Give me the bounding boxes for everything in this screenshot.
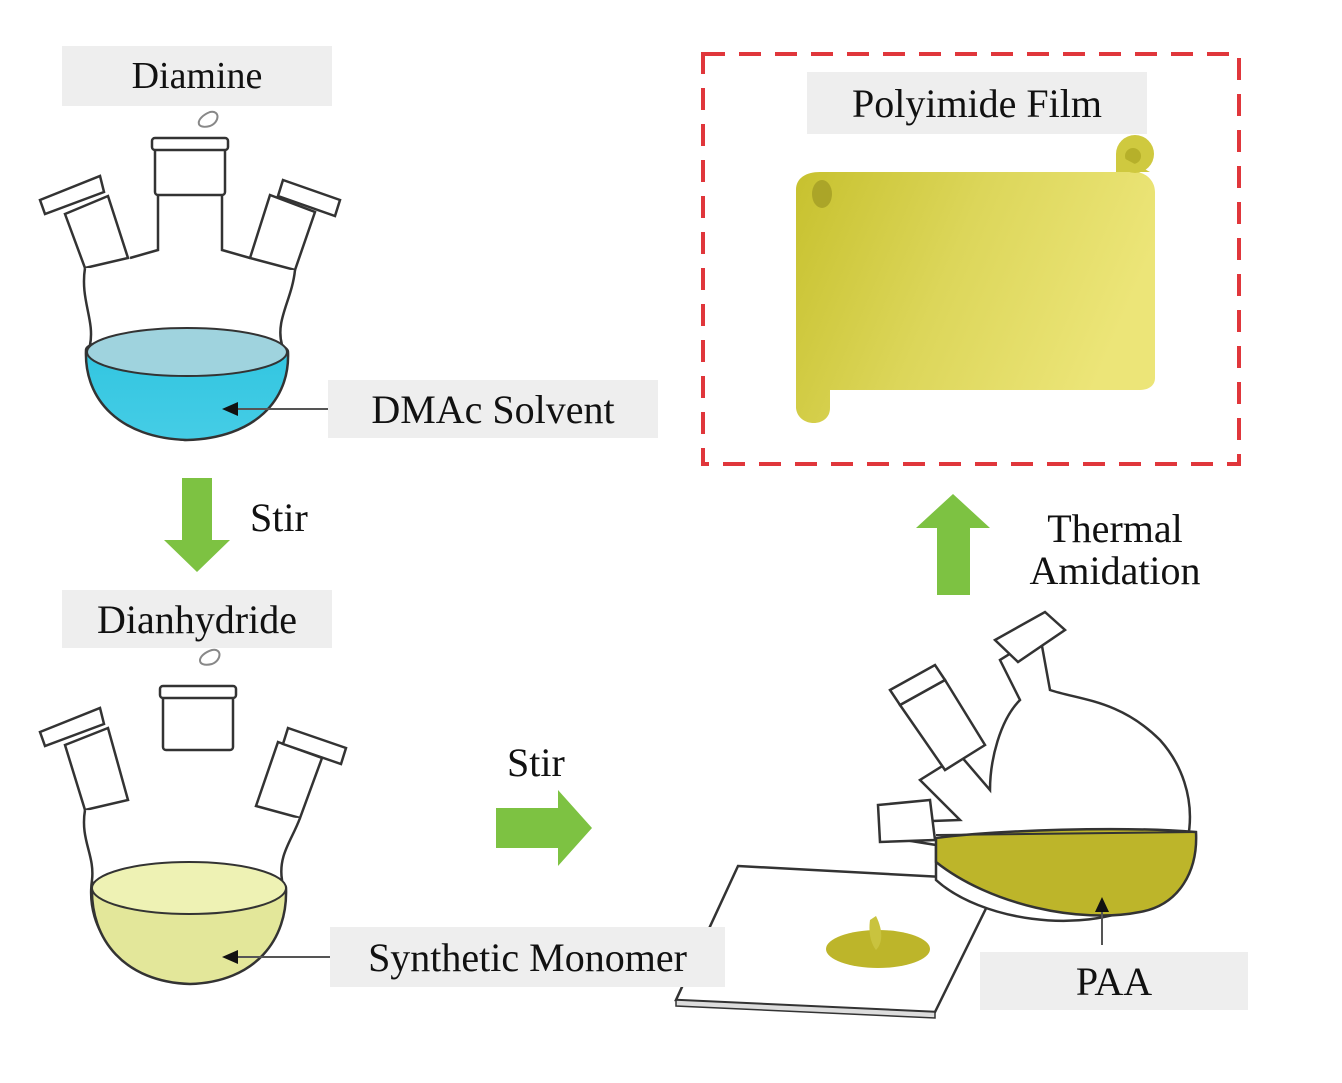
film-scroll-icon: [796, 135, 1155, 423]
arrow-down-icon: [164, 478, 230, 572]
thermal-amidation-label: Thermal Amidation: [1015, 508, 1215, 592]
three-neck-flask-icon: [38, 110, 342, 442]
paa-label: PAA: [980, 952, 1248, 1010]
synthetic-monomer-label: Synthetic Monomer: [330, 927, 725, 987]
film-highlight-frame: [701, 52, 1241, 466]
diamine-label: Diamine: [62, 46, 332, 106]
polyimide-film-label: Polyimide Film: [807, 72, 1147, 134]
dmac-solvent-label: DMAc Solvent: [328, 380, 658, 438]
arrow-right-icon: [496, 790, 592, 866]
tilted-flask-icon: [876, 610, 1198, 945]
stir-label-1: Stir: [250, 495, 308, 540]
amidation-text: Amidation: [1029, 548, 1201, 593]
three-neck-flask-icon: [38, 648, 348, 986]
arrow-up-icon: [916, 494, 990, 595]
stir-label-2: Stir: [507, 740, 565, 785]
thermal-text: Thermal: [1047, 506, 1183, 551]
glass-plate-icon: [674, 864, 1002, 1019]
dianhydride-label: Dianhydride: [62, 590, 332, 648]
